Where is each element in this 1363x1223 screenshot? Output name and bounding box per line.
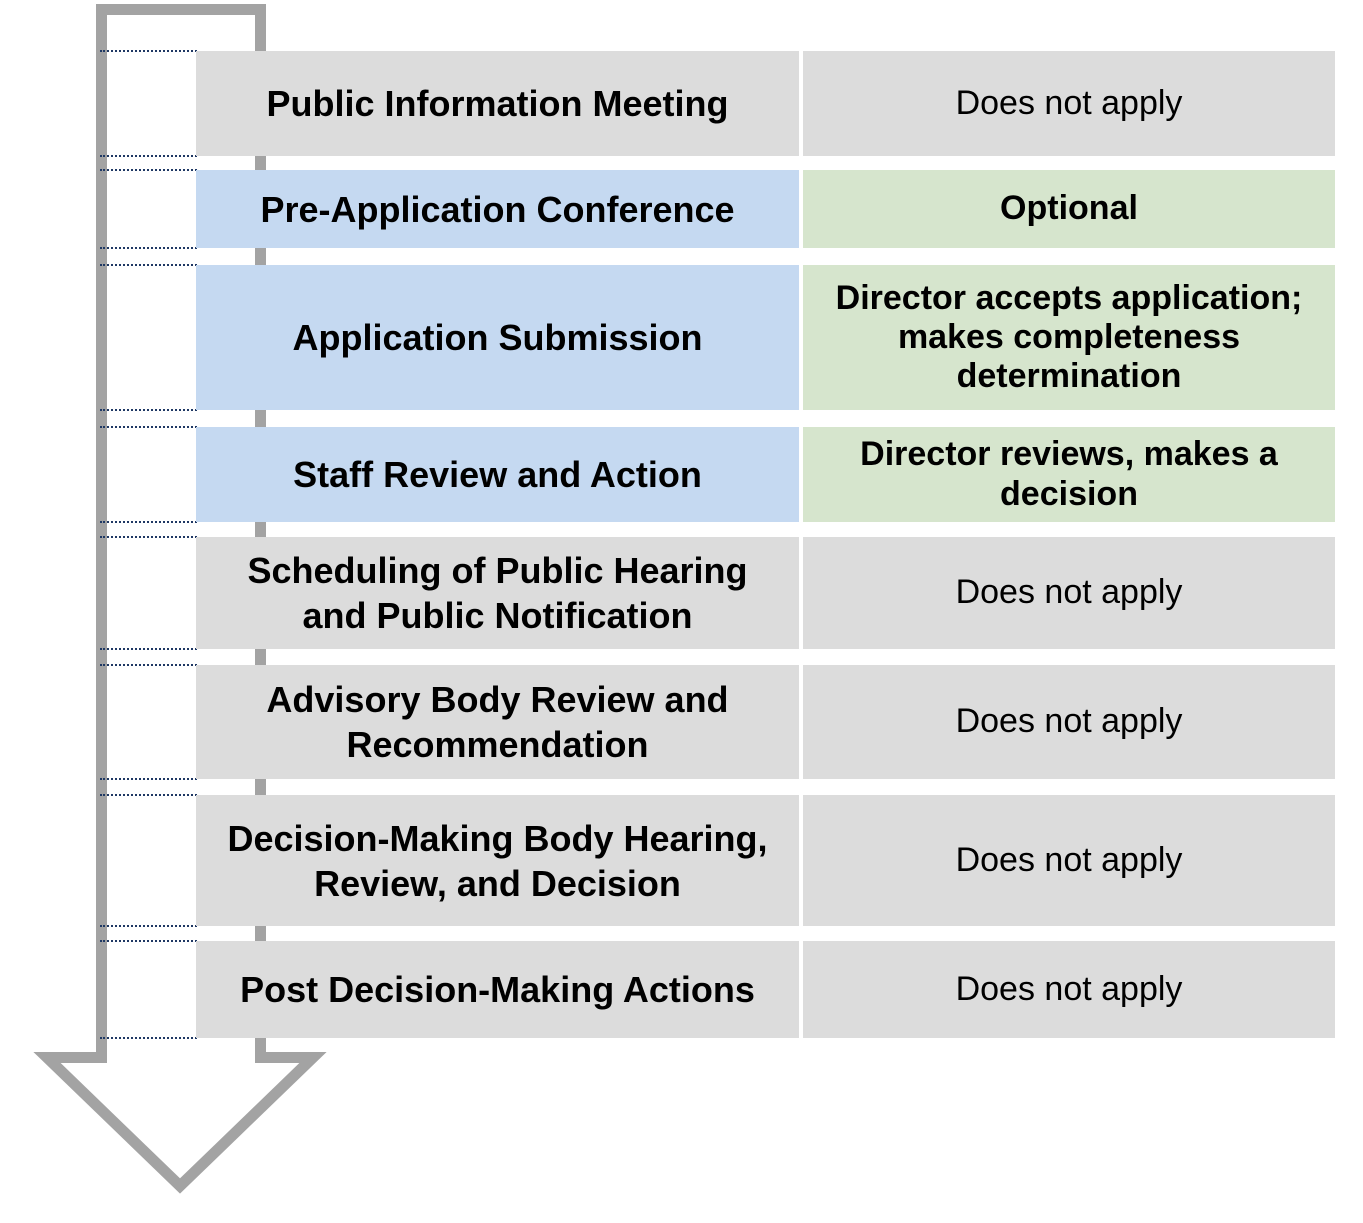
step-label-staff-review-and-action: Staff Review and Action	[196, 427, 799, 522]
step-detail-staff-review-and-action: Director reviews, makes a decision	[803, 427, 1335, 522]
process-step-row: Staff Review and Action Director reviews…	[196, 427, 1335, 522]
leader-line	[100, 925, 197, 927]
leader-line	[100, 794, 197, 796]
leader-line	[100, 1037, 197, 1039]
process-step-row: Public Information Meeting Does not appl…	[196, 51, 1335, 156]
leader-line	[100, 664, 197, 666]
step-label-post-decision-making-actions: Post Decision-Making Actions	[196, 941, 799, 1038]
step-detail-public-information-meeting: Does not apply	[803, 51, 1335, 156]
leader-line	[100, 536, 197, 538]
leader-line	[100, 426, 197, 428]
process-step-row: Decision-Making Body Hearing, Review, an…	[196, 795, 1335, 926]
leader-line	[100, 409, 197, 411]
leader-line	[100, 264, 197, 266]
leader-line	[100, 940, 197, 942]
step-label-pre-application-conference: Pre-Application Conference	[196, 170, 799, 248]
leader-line	[100, 50, 197, 52]
step-detail-scheduling-public-hearing: Does not apply	[803, 537, 1335, 649]
leader-line	[100, 521, 197, 523]
leader-line	[100, 247, 197, 249]
process-step-row: Post Decision-Making Actions Does not ap…	[196, 941, 1335, 1038]
step-label-public-information-meeting: Public Information Meeting	[196, 51, 799, 156]
step-detail-post-decision-making-actions: Does not apply	[803, 941, 1335, 1038]
leader-line	[100, 778, 197, 780]
process-step-row: Scheduling of Public Hearing and Public …	[196, 537, 1335, 649]
step-label-decision-making-body-hearing: Decision-Making Body Hearing, Review, an…	[196, 795, 799, 926]
step-detail-application-submission: Director accepts application; makes comp…	[803, 265, 1335, 410]
step-label-advisory-body-review: Advisory Body Review and Recommendation	[196, 665, 799, 779]
process-step-row: Application Submission Director accepts …	[196, 265, 1335, 410]
step-detail-pre-application-conference: Optional	[803, 170, 1335, 248]
process-step-row: Pre-Application Conference Optional	[196, 170, 1335, 248]
step-label-scheduling-public-hearing: Scheduling of Public Hearing and Public …	[196, 537, 799, 649]
process-step-row: Advisory Body Review and Recommendation …	[196, 665, 1335, 779]
step-detail-advisory-body-review: Does not apply	[803, 665, 1335, 779]
step-detail-decision-making-body-hearing: Does not apply	[803, 795, 1335, 926]
leader-line	[100, 169, 197, 171]
leader-line	[100, 648, 197, 650]
leader-line	[100, 155, 197, 157]
step-label-application-submission: Application Submission	[196, 265, 799, 410]
